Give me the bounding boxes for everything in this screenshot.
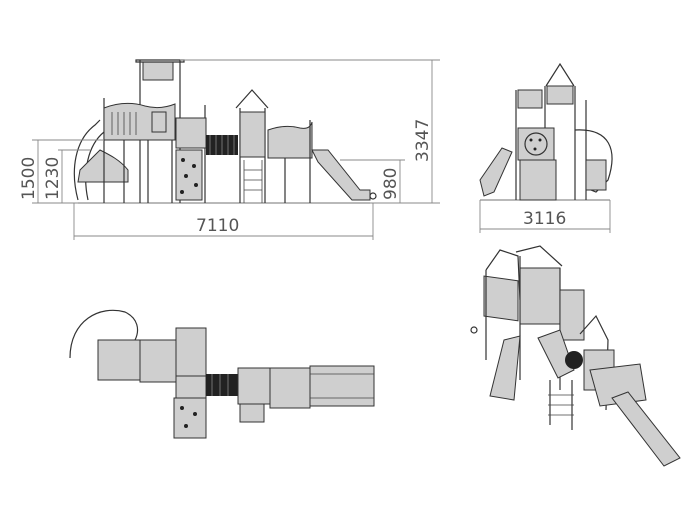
dim-total-height: 3347 bbox=[413, 119, 433, 162]
side-elevation: 3116 bbox=[479, 62, 613, 233]
plan-view bbox=[69, 309, 375, 439]
dim-side-width: 3116 bbox=[523, 209, 566, 229]
dim-1230: 1230 bbox=[43, 157, 63, 200]
front-dimensions: 3347 980 1500 1230 7110 bbox=[19, 59, 440, 240]
dim-1500: 1500 bbox=[19, 157, 39, 200]
dim-total-width: 7110 bbox=[196, 216, 239, 236]
dim-980: 980 bbox=[381, 168, 401, 200]
front-elevation bbox=[73, 59, 377, 204]
isometric-view bbox=[470, 245, 681, 467]
